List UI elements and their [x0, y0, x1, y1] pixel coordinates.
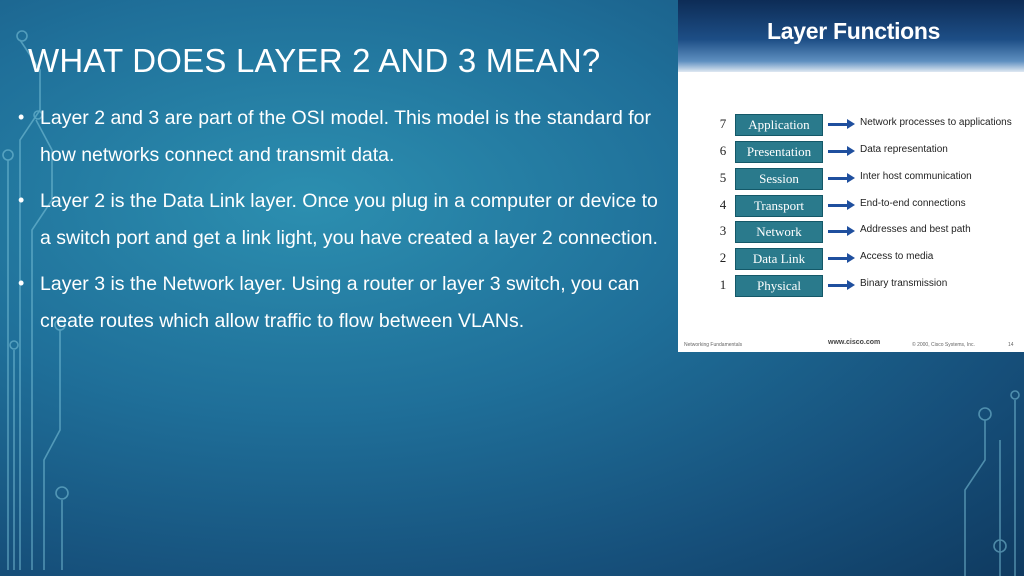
arrow-icon	[828, 173, 855, 183]
slide-title: WHAT DOES LAYER 2 AND 3 MEAN?	[28, 42, 601, 79]
layer-number: 1	[719, 277, 727, 292]
layer-name-box: Transport	[735, 195, 823, 217]
layer-row-4: 4 Transport End-to-end connections	[678, 195, 1024, 219]
figure-footer: Networking Fundamentals www.cisco.com © …	[678, 338, 1024, 352]
footer-course: Networking Fundamentals	[684, 342, 743, 348]
footer-copyright: © 2000, Cisco Systems, Inc.	[912, 342, 975, 348]
footer-website: www.cisco.com	[828, 339, 881, 346]
arrow-icon	[828, 146, 855, 156]
layer-name-box: Network	[735, 221, 823, 243]
layer-function: Data representation	[860, 144, 948, 155]
bullet-item: • Layer 2 and 3 are part of the OSI mode…	[18, 100, 668, 174]
arrow-icon	[828, 200, 855, 210]
figure-header: Layer Functions	[678, 0, 1024, 72]
bullet-list: • Layer 2 and 3 are part of the OSI mode…	[18, 100, 668, 349]
bullet-marker: •	[18, 107, 25, 127]
layer-number: 6	[719, 143, 727, 158]
footer-page-number: 14	[1008, 342, 1014, 348]
layer-function: Binary transmission	[860, 278, 948, 289]
layer-function: End-to-end connections	[860, 198, 966, 209]
layer-row-1: 1 Physical Binary transmission	[678, 275, 1024, 299]
layer-name-box: Data Link	[735, 248, 823, 270]
bullet-marker: •	[18, 273, 25, 293]
osi-layer-figure: Layer Functions 7 Application Network pr…	[678, 0, 1024, 352]
layer-number: 5	[719, 170, 727, 185]
layer-number: 3	[719, 223, 727, 238]
bullet-item: • Layer 3 is the Network layer. Using a …	[18, 266, 668, 340]
bullet-item: • Layer 2 is the Data Link layer. Once y…	[18, 183, 668, 257]
layer-row-5: 5 Session Inter host communication	[678, 168, 1024, 192]
layer-function: Access to media	[860, 251, 934, 262]
layer-function: Network processes to applications	[860, 117, 1012, 128]
layer-name-box: Session	[735, 168, 823, 190]
layer-row-7: 7 Application Network processes to appli…	[678, 114, 1024, 138]
layer-number: 2	[719, 250, 727, 265]
layer-function: Inter host communication	[860, 171, 972, 182]
bullet-text: Layer 3 is the Network layer. Using a ro…	[40, 273, 640, 332]
arrow-icon	[828, 119, 855, 129]
layer-name-box: Presentation	[735, 141, 823, 163]
bullet-text: Layer 2 is the Data Link layer. Once you…	[40, 190, 658, 249]
layer-name-box: Application	[735, 114, 823, 136]
figure-title: Layer Functions	[767, 18, 941, 44]
bullet-marker: •	[18, 190, 25, 210]
layer-number: 7	[719, 116, 727, 131]
arrow-icon	[828, 226, 855, 236]
arrow-icon	[828, 280, 855, 290]
arrow-icon	[828, 253, 855, 263]
layer-row-6: 6 Presentation Data representation	[678, 141, 1024, 165]
bullet-text: Layer 2 and 3 are part of the OSI model.…	[40, 107, 651, 166]
layer-row-2: 2 Data Link Access to media	[678, 248, 1024, 272]
layer-function: Addresses and best path	[860, 224, 971, 235]
layer-row-3: 3 Network Addresses and best path	[678, 221, 1024, 245]
layer-number: 4	[719, 197, 727, 212]
layer-name-box: Physical	[735, 275, 823, 297]
